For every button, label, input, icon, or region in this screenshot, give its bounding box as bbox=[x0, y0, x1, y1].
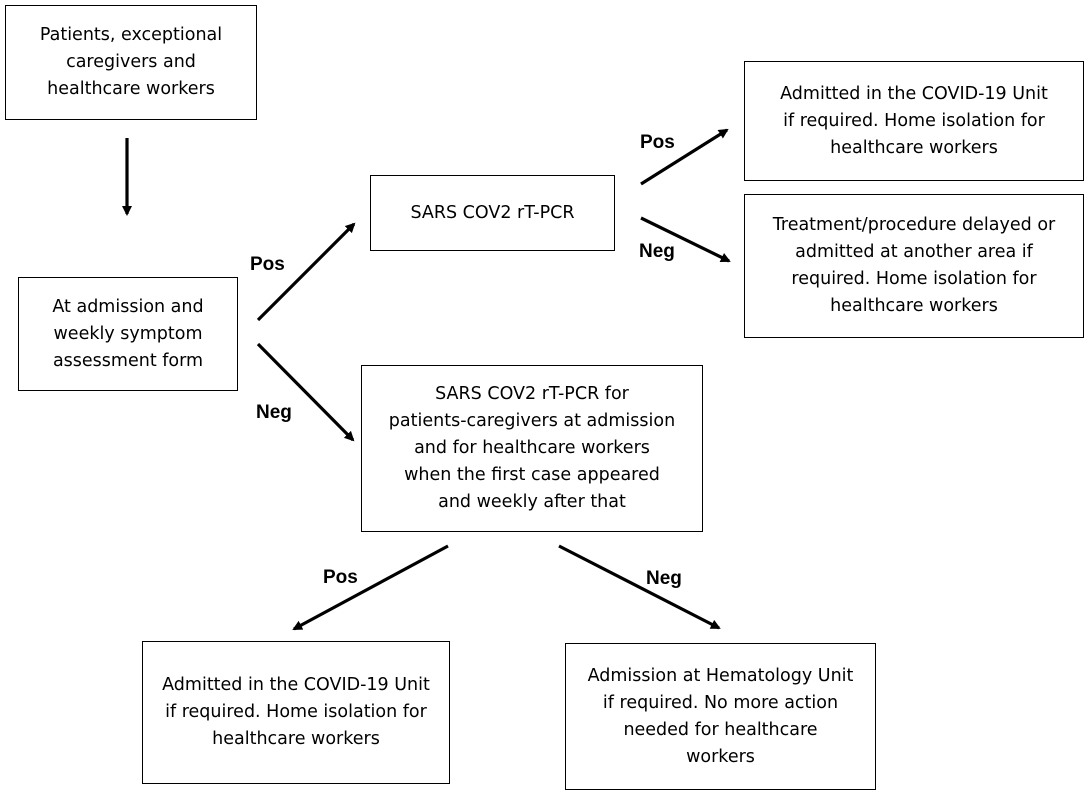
arrow-pcr-top-pos bbox=[640, 128, 729, 186]
arrow-assessment-pos bbox=[256, 222, 356, 322]
arrow-assessment-neg bbox=[256, 342, 355, 442]
node-pos-result-bottom-text: Admitted in the COVID-19 Unit if require… bbox=[162, 675, 430, 749]
node-start: Patients, exceptional caregivers and hea… bbox=[5, 5, 257, 120]
arrow-pcr-bottom-neg bbox=[558, 544, 721, 630]
node-pos-result-top-text: Admitted in the COVID-19 Unit if require… bbox=[780, 83, 1048, 158]
node-neg-result-top-text: Treatment/procedure delayed or admitted … bbox=[772, 215, 1056, 316]
node-start-text: Patients, exceptional caregivers and hea… bbox=[39, 25, 223, 99]
edge-label-pcr-top-neg: Neg bbox=[639, 241, 675, 262]
node-pcr-symptomatic-text: SARS COV2 rT-PCR bbox=[410, 202, 575, 223]
node-pos-result-bottom: Admitted in the COVID-19 Unit if require… bbox=[142, 641, 450, 784]
node-neg-result-bottom-text: Admission at Hematology Unit if required… bbox=[587, 665, 854, 767]
edge-label-assessment-neg: Neg bbox=[256, 402, 292, 423]
node-pos-result-top: Admitted in the COVID-19 Unit if require… bbox=[744, 61, 1084, 181]
edge-label-pcr-bottom-pos: Pos bbox=[323, 567, 358, 588]
node-pcr-symptomatic: SARS COV2 rT-PCR bbox=[370, 175, 615, 251]
node-neg-result-top: Treatment/procedure delayed or admitted … bbox=[744, 194, 1084, 338]
node-neg-result-bottom: Admission at Hematology Unit if required… bbox=[565, 643, 876, 790]
node-pcr-screening-text: SARS COV2 rT-PCR for patients-caregivers… bbox=[388, 384, 676, 512]
edge-label-pcr-top-pos: Pos bbox=[640, 132, 675, 153]
node-assessment: At admission and weekly symptom assessme… bbox=[18, 277, 238, 391]
edge-label-pcr-bottom-neg: Neg bbox=[646, 568, 682, 589]
arrow-pcr-top-neg bbox=[640, 216, 731, 263]
arrow-pcr-bottom-pos bbox=[292, 544, 449, 631]
node-pcr-screening: SARS COV2 rT-PCR for patients-caregivers… bbox=[361, 365, 703, 532]
node-assessment-text: At admission and weekly symptom assessme… bbox=[52, 296, 204, 371]
edge-label-assessment-pos: Pos bbox=[250, 254, 285, 275]
